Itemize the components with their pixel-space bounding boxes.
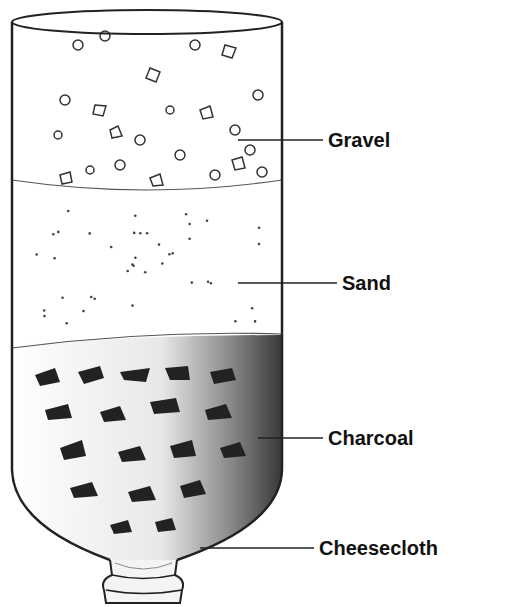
- part-label: Charcoal: [328, 428, 414, 448]
- cheesecloth: [115, 563, 172, 569]
- charcoal-chunks: [35, 366, 246, 534]
- leader-lines: [200, 140, 337, 548]
- neck-ring: [106, 575, 182, 594]
- bottle-opening: [12, 10, 282, 34]
- gravel-stones: [54, 31, 267, 186]
- sand-charcoal-boundary: [12, 333, 282, 348]
- part-label: Gravel: [328, 130, 390, 150]
- bottle-outline: [12, 22, 282, 560]
- bottle-neck: [103, 560, 183, 603]
- gravel-sand-boundary: [12, 180, 282, 190]
- sand-grains: [35, 210, 260, 325]
- part-label: Cheesecloth: [319, 538, 438, 558]
- part-label: Sand: [342, 273, 391, 293]
